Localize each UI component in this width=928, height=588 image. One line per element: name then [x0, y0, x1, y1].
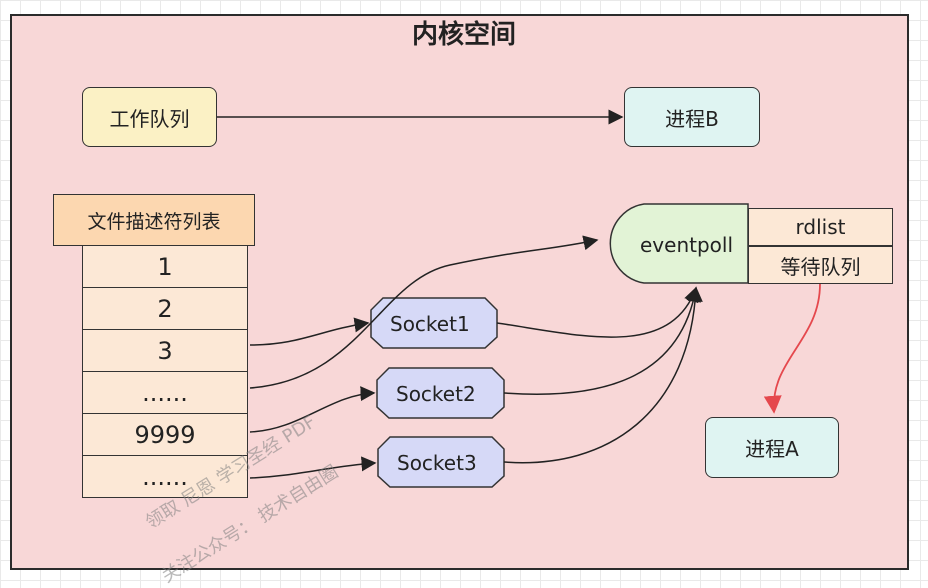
process-b-box: 进程B: [624, 87, 760, 147]
fd-table-header: 文件描述符列表: [53, 194, 255, 246]
socket1-shape: [370, 297, 498, 349]
eventpoll-label: eventpoll: [640, 233, 734, 257]
fd-row: ......: [82, 371, 248, 414]
fd-row: 1: [82, 245, 248, 288]
arrow-waitqueue-to-processa: [763, 283, 821, 414]
eventpoll-shape: [609, 203, 749, 284]
arrow-fd-to-eventpoll: [249, 235, 599, 389]
socket3-shape: [377, 436, 505, 488]
work-queue-box: 工作队列: [82, 87, 217, 147]
kernel-space-title: 内核空间: [411, 20, 516, 50]
arrow-socket1-to-eventpoll: [496, 286, 699, 338]
fd-row: 2: [82, 287, 248, 330]
socket3-label: Socket3: [397, 451, 477, 475]
fd-row: 9999: [82, 413, 248, 456]
arrow-fd9999-to-socket2: [249, 386, 376, 433]
process-a-box: 进程A: [705, 417, 839, 478]
arrow-socket3-to-eventpoll: [503, 286, 703, 464]
wait-queue-cell: 等待队列: [748, 246, 893, 284]
fd-row: 3: [82, 329, 248, 372]
arrow-socket2-to-eventpoll: [503, 286, 702, 396]
arrow-fd3-to-socket1: [249, 317, 370, 346]
fd-row: ......: [82, 455, 248, 498]
socket1-label: Socket1: [390, 312, 470, 336]
rdlist-cell: rdlist: [748, 208, 893, 246]
socket2-label: Socket2: [396, 382, 476, 406]
arrow-fd-to-socket3: [249, 456, 377, 479]
socket2-shape: [376, 367, 505, 419]
